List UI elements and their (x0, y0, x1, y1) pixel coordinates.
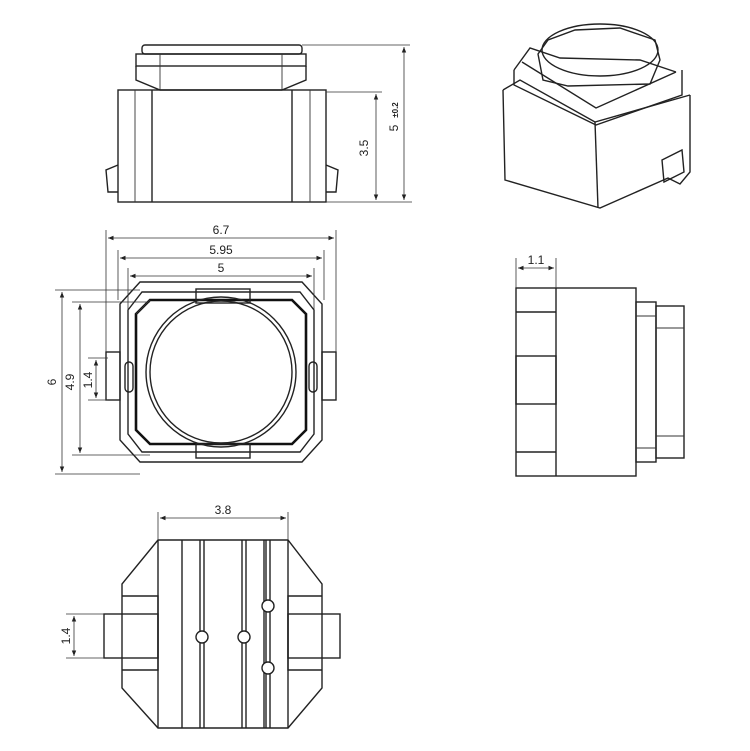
bottom-view (103, 539, 341, 729)
height-dimension-3-5: 3.5 (326, 91, 412, 203)
width-dimension-5: 5 (127, 261, 315, 310)
width-dimension-1-1: 1.1 (515, 253, 557, 288)
dim-label-3-5: 3.5 (357, 139, 371, 156)
dim-label-1-1: 1.1 (528, 253, 545, 267)
front-view (105, 44, 339, 203)
dim-label-6-height: 6 (45, 378, 59, 385)
dim-label-1-4-top: 1.4 (81, 371, 95, 388)
height-dimension-6: 6 (45, 289, 140, 475)
height-dimension-1-4-top: 1.4 (81, 357, 108, 401)
isometric-view (502, 23, 691, 209)
right-side-view (515, 287, 685, 477)
width-dimension-3-8: 3.8 (157, 503, 289, 540)
width-dimension-5-95: 5.95 (117, 243, 325, 300)
dim-label-6-7: 6.7 (213, 223, 230, 237)
dim-label-5: 5 (387, 124, 401, 131)
dim-label-5-width: 5 (218, 261, 225, 275)
dim-label-4-9: 4.9 (63, 373, 77, 390)
top-view (105, 281, 337, 463)
dim-label-5-95: 5.95 (209, 243, 233, 257)
height-dimension-4-9: 4.9 (63, 301, 150, 456)
dim-label-5-tolerance: ±0.2 (391, 102, 400, 118)
width-dimension-6-7: 6.7 (105, 223, 337, 352)
height-dimension-5: 5 ±0.2 (302, 44, 410, 200)
dim-label-3-8: 3.8 (215, 503, 232, 517)
height-dimension-1-4-bottom: 1.4 (59, 613, 104, 659)
dim-label-1-4-bottom: 1.4 (59, 627, 73, 644)
